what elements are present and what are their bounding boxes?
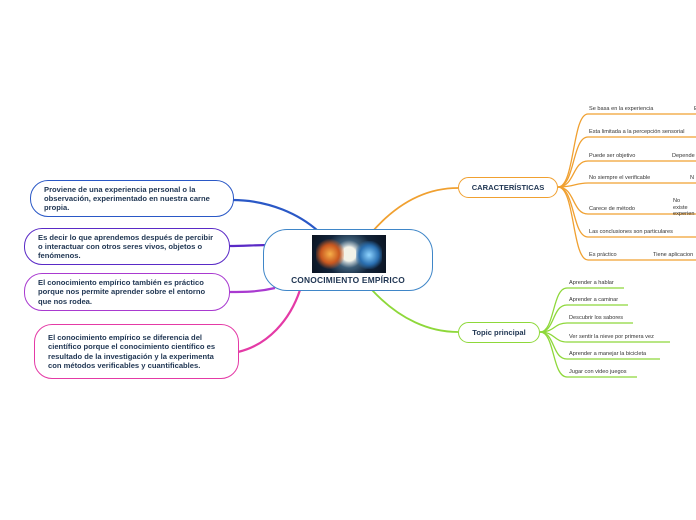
caracteristica-4[interactable]: No siempre el verificable — [589, 175, 651, 181]
branch-topic-title: Topic principal — [472, 328, 526, 337]
caracteristica-7-sub[interactable]: Tiene aplicacion — [653, 252, 694, 258]
caracteristica-3[interactable]: Puede ser objetivo — [589, 153, 636, 159]
topic-item-6[interactable]: Jugar con video juegos — [569, 369, 627, 375]
caracteristica-6[interactable]: Las conclusiones son particulares — [589, 229, 673, 235]
branch-topic-principal[interactable]: Topic principal — [458, 322, 540, 343]
topic-item-4[interactable]: Ver sentir la nieve por primera vez — [569, 334, 654, 340]
left-node-4-text: El conocimiento empírico se diferencia d… — [48, 333, 216, 370]
brain-image — [312, 235, 386, 273]
central-topic-title: CONOCIMIENTO EMPÍRICO — [291, 275, 405, 285]
left-node-2-text: Es decir lo que aprendemos después de pe… — [38, 232, 214, 261]
caracteristica-1[interactable]: Se basa en la experiencia — [589, 106, 654, 112]
left-node-3[interactable]: El conocimiento empírico también es prác… — [24, 273, 230, 311]
brain-image-flare-right — [356, 241, 382, 269]
left-node-1[interactable]: Proviene de una experiencia personal o l… — [30, 180, 234, 217]
caracteristica-5[interactable]: Carece de método — [589, 206, 636, 212]
left-node-3-text: El conocimiento empírico también es prác… — [38, 278, 206, 306]
branch-caracteristicas[interactable]: CARACTERÍSTICAS — [458, 177, 558, 198]
branch-caracteristicas-title: CARACTERÍSTICAS — [471, 183, 545, 192]
caracteristica-4-sub[interactable]: N — [690, 175, 695, 181]
topic-item-5[interactable]: Aprender a manejar la bicicleta — [569, 351, 647, 357]
left-node-2[interactable]: Es decir lo que aprendemos después de pe… — [24, 228, 230, 265]
caracteristica-2[interactable]: Esta limitada a la percepción sensorial — [589, 129, 685, 135]
central-topic[interactable]: CONOCIMIENTO EMPÍRICO — [263, 229, 433, 291]
caracteristica-3-sub[interactable]: Depende — [672, 153, 695, 159]
topic-item-1[interactable]: Aprender a hablar — [569, 280, 614, 286]
caracteristica-7[interactable]: Es práctico — [589, 252, 617, 258]
caracteristica-1-sub[interactable]: E — [694, 106, 696, 112]
caracteristica-5-sub[interactable]: No existe experien — [673, 198, 695, 218]
topic-item-3[interactable]: Descubrir los sabores — [569, 315, 624, 321]
left-node-1-text: Proviene de una experiencia personal o l… — [44, 184, 210, 213]
topic-item-2[interactable]: Aprender a caminar — [569, 297, 619, 303]
brain-image-flare-left — [316, 239, 344, 269]
left-node-4[interactable]: El conocimiento empírico se diferencia d… — [34, 324, 239, 379]
